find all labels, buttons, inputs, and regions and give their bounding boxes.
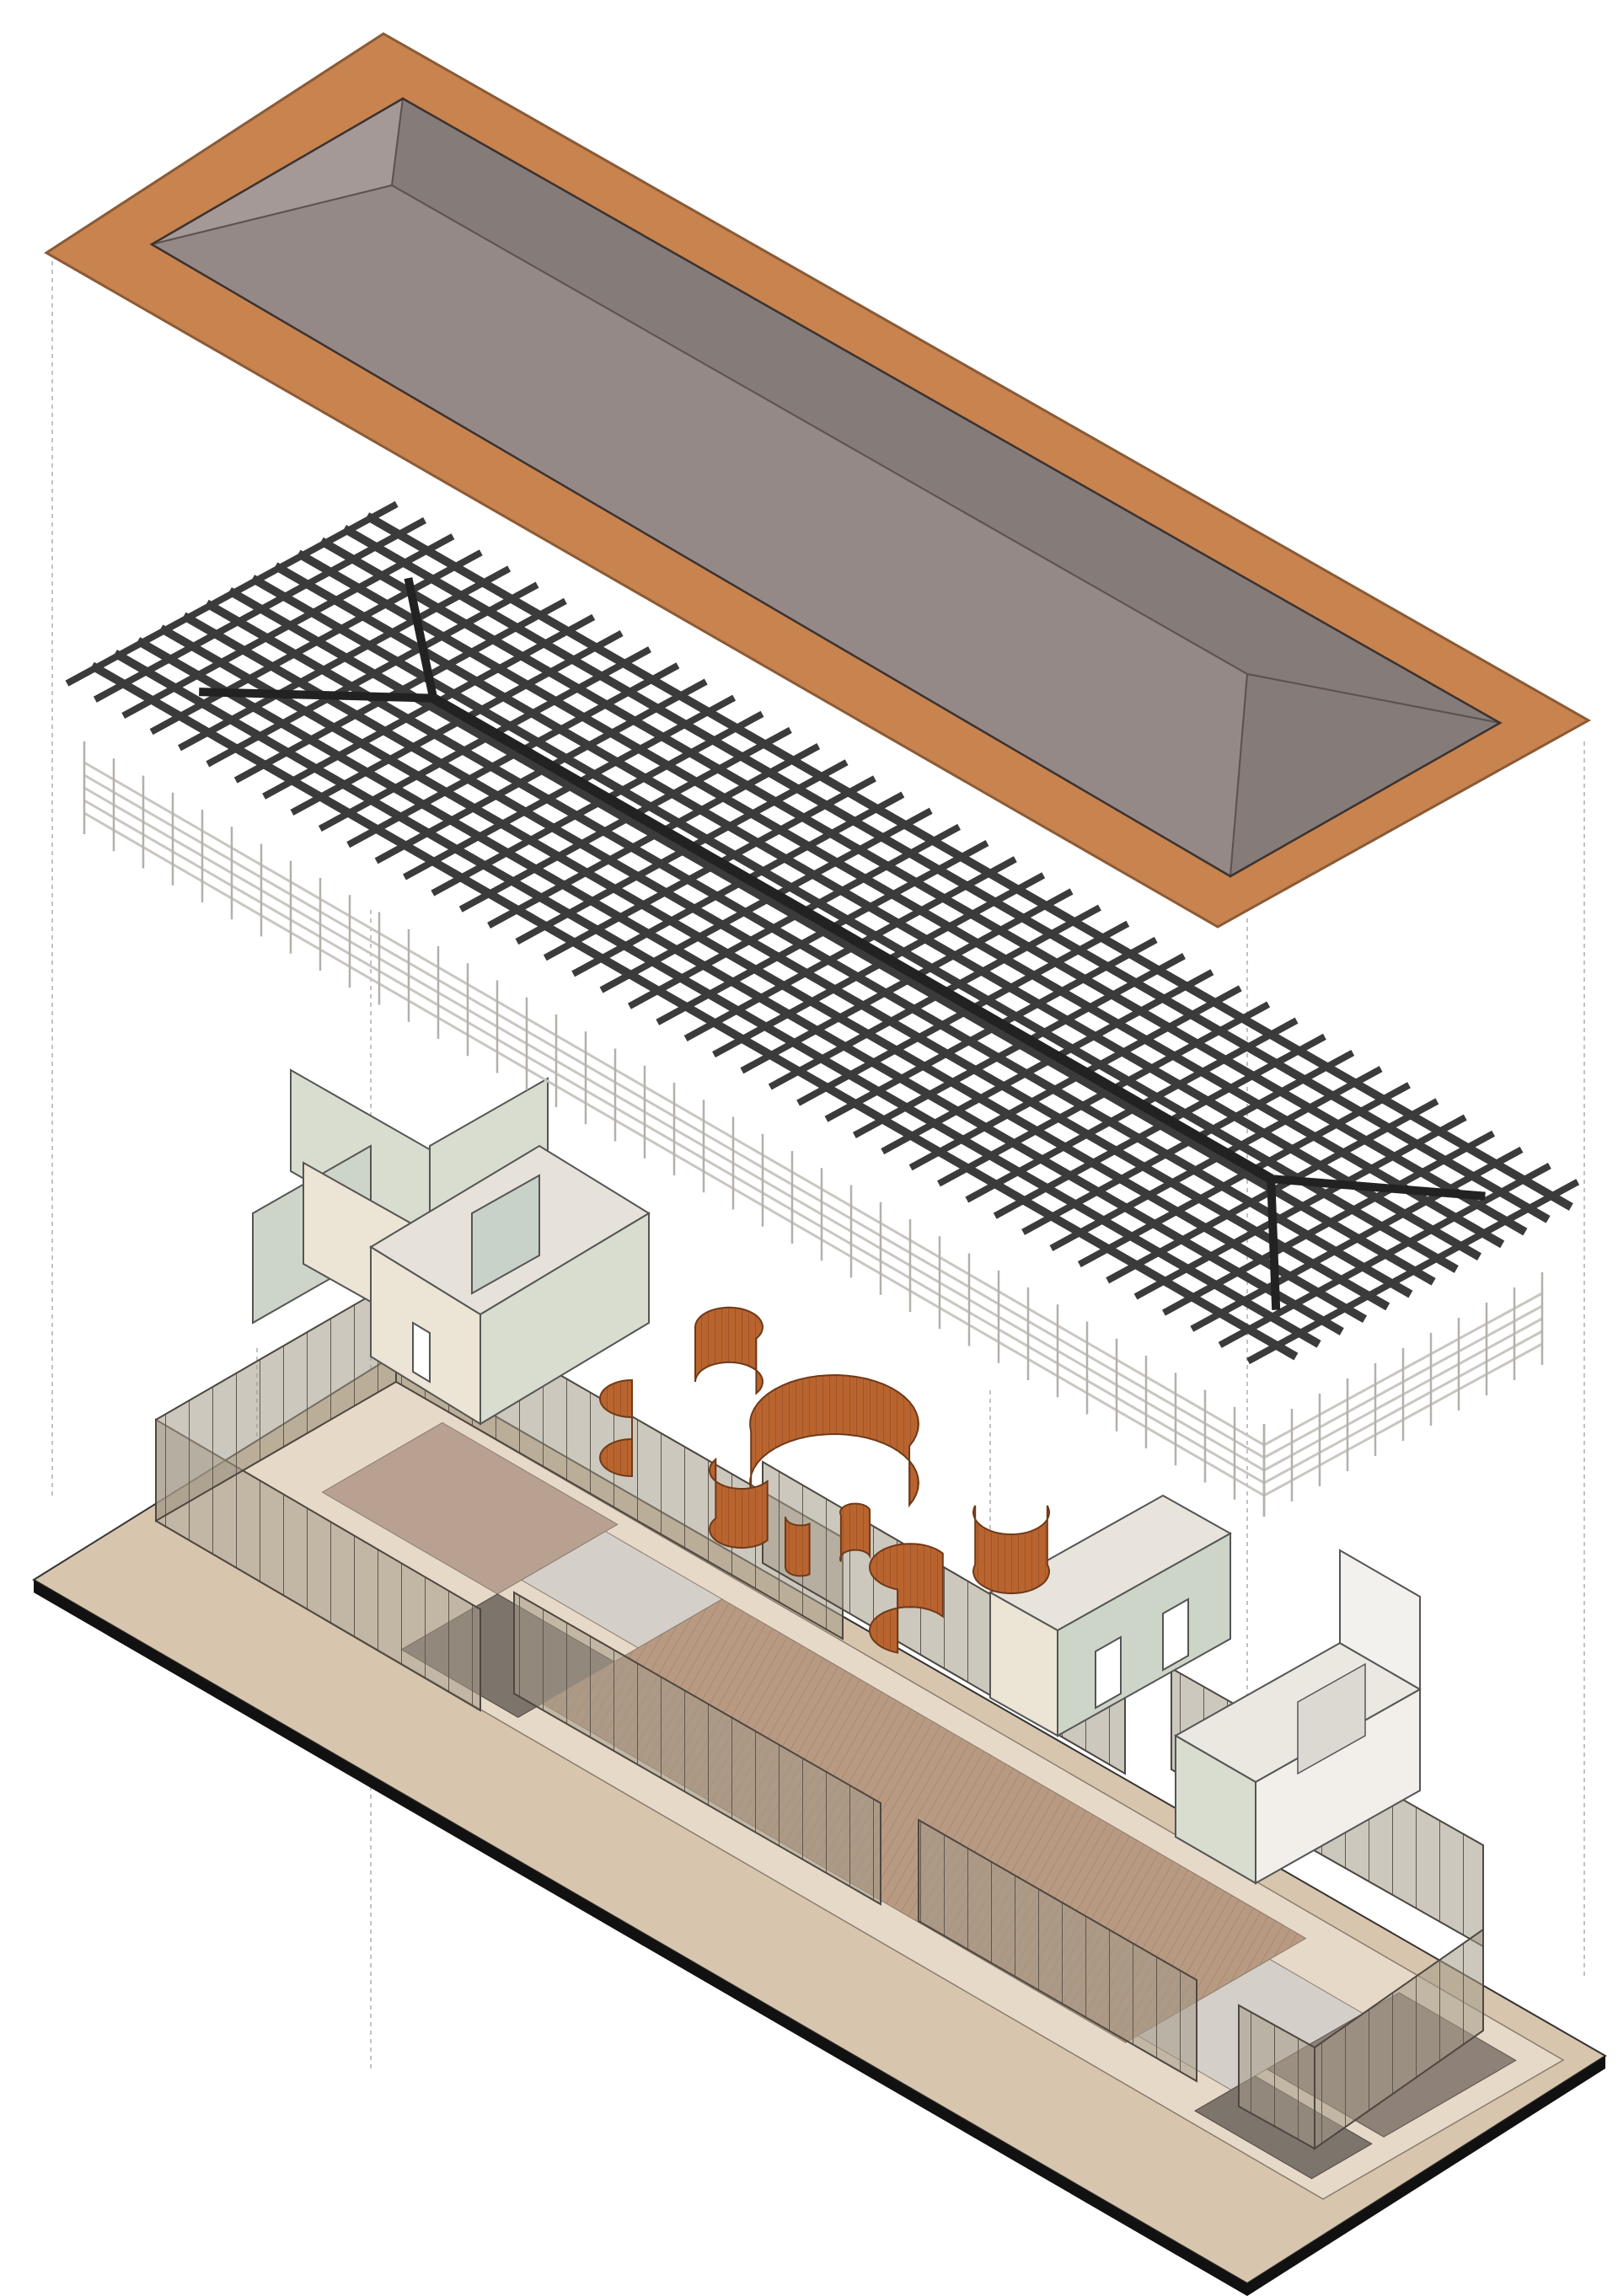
hip-rafter xyxy=(404,577,438,699)
cross-joist xyxy=(937,1001,1271,1187)
room-inner-wall xyxy=(471,1174,540,1295)
partition-rooms-left xyxy=(252,1068,651,1426)
room-back-wall xyxy=(1339,1549,1421,1691)
cross-joist xyxy=(796,920,1130,1106)
cross-joist xyxy=(683,856,1017,1042)
cross-joist xyxy=(374,678,708,864)
curved-wood-wall xyxy=(785,1517,811,1577)
curved-wooden-walls xyxy=(598,1306,1051,1654)
cross-joist xyxy=(740,888,1074,1074)
cross-joist xyxy=(93,516,426,703)
room-inner-wall xyxy=(1297,1662,1366,1775)
cross-joist xyxy=(571,791,905,977)
hip-rafter xyxy=(1270,1175,1486,1201)
perimeter-railing xyxy=(83,741,1544,1517)
cross-joist xyxy=(599,807,933,993)
partition-room-center xyxy=(988,1494,1233,1737)
cross-joist xyxy=(993,1033,1326,1219)
cross-joist xyxy=(1162,1130,1496,1316)
cross-joist xyxy=(290,629,624,816)
curved-wood-wall xyxy=(694,1306,764,1395)
hip-rafter xyxy=(1267,1178,1281,1310)
cross-joist xyxy=(318,646,651,832)
cross-joist xyxy=(1021,1049,1355,1235)
cross-joist xyxy=(824,936,1158,1122)
cross-joist xyxy=(178,565,512,752)
glass-wall xyxy=(155,1279,397,1523)
curved-wood-wall xyxy=(838,1502,871,1562)
curved-wood-wall xyxy=(868,1543,944,1654)
cross-joist xyxy=(149,549,483,736)
glass-wall xyxy=(1314,1928,1484,2150)
cross-joist xyxy=(121,533,455,719)
cross-joist xyxy=(543,775,876,961)
cross-joist xyxy=(712,872,1046,1058)
curved-wood-wall xyxy=(708,1457,769,1549)
glass-wall xyxy=(918,1818,1197,2083)
glass-wall xyxy=(513,1591,881,1906)
cross-joist xyxy=(233,597,567,784)
cross-joist xyxy=(206,581,539,768)
cross-joist xyxy=(346,662,680,848)
cross-joist xyxy=(431,710,764,896)
cross-joist xyxy=(65,500,399,687)
doorway xyxy=(1095,1635,1122,1710)
curved-wood-wall xyxy=(598,1378,633,1478)
cross-joist xyxy=(908,985,1242,1171)
doorway xyxy=(1162,1598,1189,1672)
cross-joist xyxy=(1246,1179,1580,1365)
cross-joist xyxy=(1133,1114,1467,1300)
cross-joist xyxy=(1190,1146,1524,1332)
cross-joist xyxy=(881,969,1214,1155)
cross-joist xyxy=(1218,1163,1551,1348)
cross-joist xyxy=(515,759,849,945)
curved-wood-wall xyxy=(972,1505,1051,1595)
cross-joist xyxy=(1077,1082,1411,1268)
cross-joist xyxy=(487,743,821,929)
roof-cover xyxy=(44,32,1592,929)
cross-joist xyxy=(965,1017,1299,1203)
ridge-beam xyxy=(431,693,1274,1184)
roof-structure-frame xyxy=(65,500,1580,1517)
cross-joist xyxy=(627,823,962,1009)
cross-joist xyxy=(1049,1066,1383,1252)
roof-inner-edge xyxy=(149,97,1503,878)
hip-rafter xyxy=(199,688,434,703)
doorway xyxy=(412,1321,431,1383)
curved-wood-wall xyxy=(749,1373,920,1508)
base-edge xyxy=(34,1580,1247,2296)
cross-joist xyxy=(656,839,989,1025)
cross-joist xyxy=(403,694,737,880)
room-wall-front-right xyxy=(480,1212,650,1426)
partition-room-right xyxy=(1173,1549,1422,1885)
cross-joist xyxy=(768,904,1101,1090)
cross-joist xyxy=(262,613,596,800)
cross-joist xyxy=(458,726,792,913)
cross-joist xyxy=(852,953,1186,1138)
base-edge xyxy=(1247,2056,1605,2296)
